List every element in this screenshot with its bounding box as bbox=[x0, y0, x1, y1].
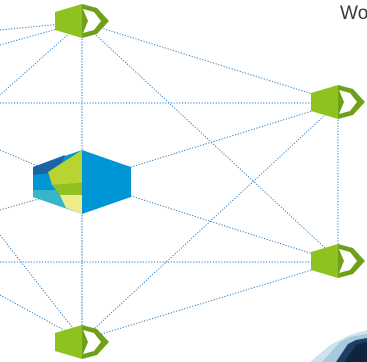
link-top-right-lower bbox=[81, 21, 339, 261]
link-right-upper-bottom bbox=[81, 102, 339, 341]
link-left-bottom2 bbox=[0, 234, 83, 341]
link-hub-right-lower bbox=[127, 194, 339, 263]
node-top bbox=[55, 4, 109, 38]
node-bottom bbox=[55, 325, 109, 359]
partial-heading-text: Wo bbox=[340, 3, 367, 24]
link-left-hub1 bbox=[0, 149, 43, 169]
connection-lines bbox=[0, 21, 339, 341]
partial-image-corner bbox=[310, 330, 367, 362]
link-left-hub2 bbox=[0, 197, 43, 211]
link-hub-right-upper bbox=[127, 102, 339, 169]
hub-hexagon bbox=[33, 150, 131, 214]
node-right-upper bbox=[311, 85, 365, 119]
node-right-lower bbox=[311, 244, 365, 278]
link-right-lower-bottom bbox=[81, 261, 339, 341]
link-top-right-upper bbox=[81, 21, 339, 103]
